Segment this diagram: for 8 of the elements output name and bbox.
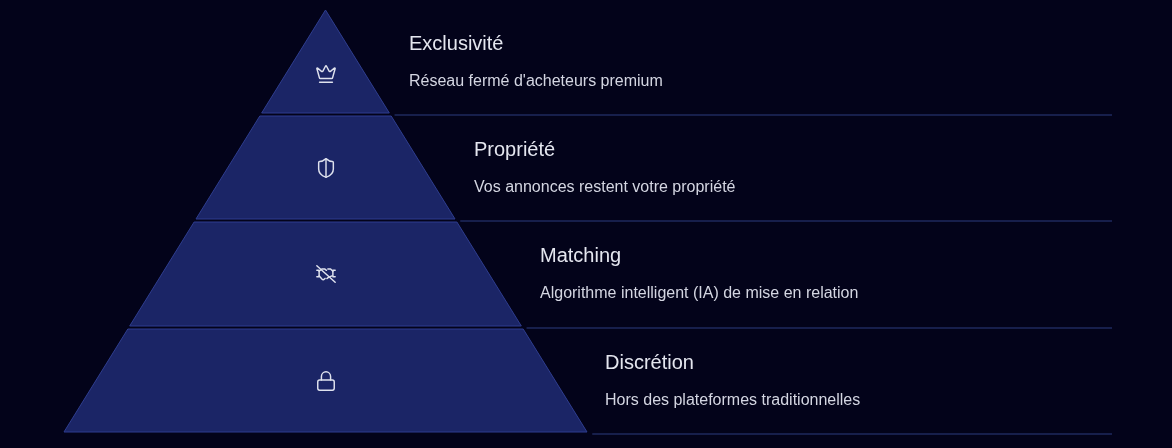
tier-title: Exclusivité <box>409 31 504 55</box>
tier-description: Hors des plateformes traditionnelles <box>605 390 861 410</box>
tier-description: Réseau fermé d'acheteurs premium <box>409 71 663 91</box>
tier-description: Algorithme intelligent (IA) de mise en relation <box>540 283 859 303</box>
tier-title: Matching <box>540 243 622 267</box>
tier-title: Discrétion <box>605 350 694 374</box>
tier-description: Vos annonces restent votre propriété <box>474 177 736 197</box>
tier-title: Propriété <box>474 137 556 161</box>
